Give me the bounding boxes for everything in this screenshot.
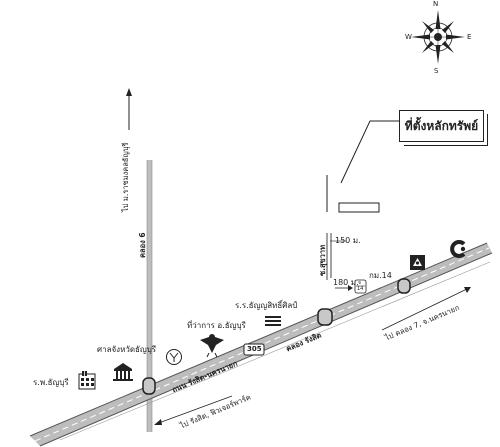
distance-180-arrow [335, 285, 353, 291]
km-marker-bottom: 14 [357, 286, 364, 292]
school-icon [265, 316, 281, 326]
soi-road [326, 233, 332, 280]
distance-180-label: 180 ม. [333, 278, 359, 287]
north-direction-label: ไป ม.ราชมงคลธัญบุรี [121, 142, 130, 212]
route-305-shield [243, 343, 265, 356]
hospital-label: ร.พ.ธัญบุรี [33, 378, 69, 387]
compass-w-label: W [405, 33, 412, 41]
km-label: กม.14 [369, 271, 392, 280]
compass-s-label: S [434, 67, 439, 75]
route-305-label: 305 [247, 345, 262, 353]
court-label: ศาลจังหวัดธัญบุรี [97, 345, 157, 354]
school-label: ร.ร.ธัญญสิทธิ์ศิลป์ [235, 301, 298, 310]
intersection-markers [142, 278, 411, 395]
gas-station-icon [410, 255, 425, 270]
km-marker-post [354, 279, 367, 294]
soi-label: ซ.สุขวาท [318, 244, 327, 276]
hospital-icon [78, 371, 96, 390]
property-callout-text: ที่ตั้งหลักทรัพย์ [404, 118, 479, 133]
compass-n-label: N [433, 0, 439, 8]
east-arrow [381, 287, 471, 331]
district-office-label: ที่ว่าการ อ.ธัญบุรี [187, 321, 246, 330]
landmark-circle-icon [166, 349, 182, 365]
compass-e-label: E [467, 33, 472, 41]
property-callout: ที่ตั้งหลักทรัพย์ [399, 110, 488, 146]
canal6-label: คลอง 6 [138, 232, 147, 258]
compass-rose-icon [411, 10, 465, 64]
fuel-brand-icon [450, 240, 466, 258]
court-icon [113, 363, 133, 381]
canal-line [59, 261, 491, 441]
km-marker-top: จ [358, 280, 361, 286]
callout-leader [340, 120, 399, 184]
west-arrow [154, 395, 233, 425]
distance-150-label: 150 ม. [335, 236, 361, 245]
property-marker [326, 175, 380, 213]
north-arrow [126, 88, 132, 130]
district-office-icon [200, 334, 224, 358]
